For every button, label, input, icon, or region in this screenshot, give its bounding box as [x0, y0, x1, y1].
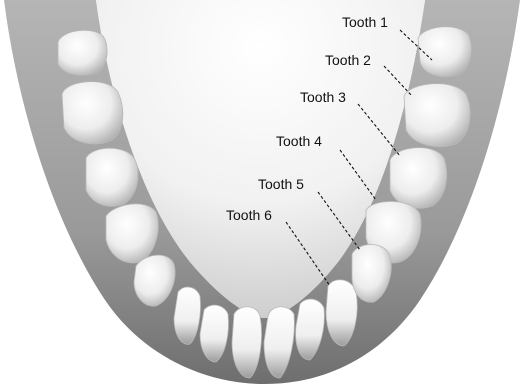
label-tooth-2: Tooth 2: [325, 52, 371, 68]
label-tooth-1: Tooth 1: [342, 14, 388, 30]
tooth-3-shape: [390, 148, 447, 209]
label-tooth-6: Tooth 6: [226, 207, 272, 223]
label-tooth-3: Tooth 3: [300, 89, 346, 105]
left-molar-2: [62, 82, 123, 144]
left-molar-3: [86, 148, 138, 206]
label-tooth-5: Tooth 5: [258, 176, 304, 192]
left-molar-1: [58, 30, 107, 75]
tooth-1-shape: [418, 27, 471, 77]
tooth-2-shape: [404, 84, 470, 147]
label-tooth-4: Tooth 4: [276, 133, 322, 149]
